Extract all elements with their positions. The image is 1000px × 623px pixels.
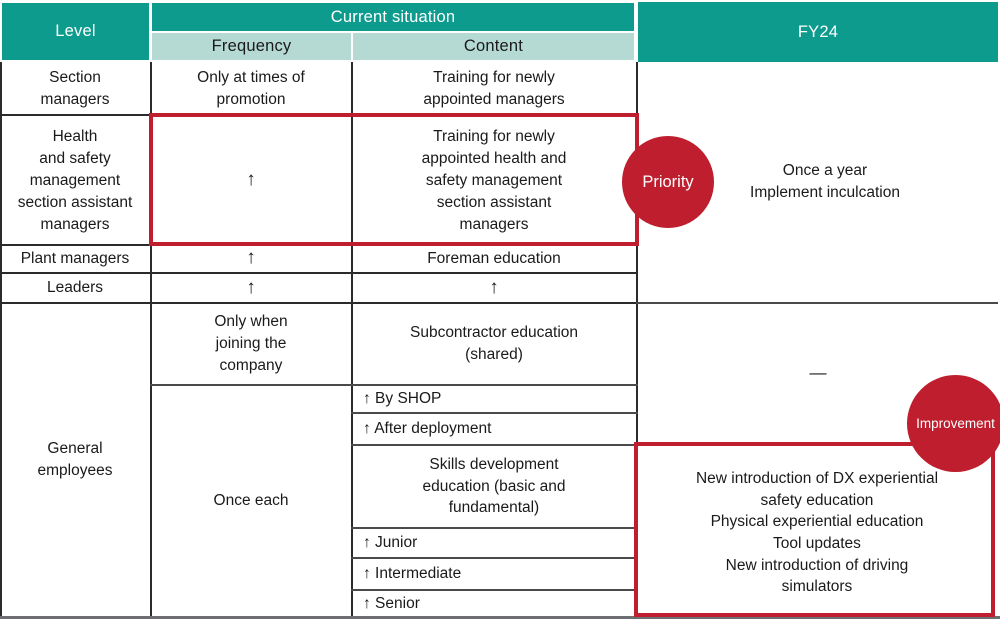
grid-hline — [636, 302, 998, 304]
content-junior: ↑ Junior — [363, 534, 418, 552]
level-hs-assistant-managers: Health and safety management section ass… — [17, 127, 133, 233]
grid-hline — [351, 272, 638, 274]
priority-badge: Priority — [622, 136, 714, 228]
priority-highlight-box — [149, 113, 639, 246]
content-leaders: ↑ — [489, 276, 499, 298]
content-section-managers: Training for newly appointed managers — [423, 69, 565, 108]
level-plant-managers: Plant managers — [20, 249, 130, 267]
grid-hline — [351, 412, 638, 414]
frequency-only-when-joining: Only when joining the company — [214, 313, 288, 374]
grid-hline — [351, 302, 638, 304]
frequency-plant-managers: ↑ — [246, 247, 256, 269]
content-hs-assistant-managers: Training for newly appointed health and … — [421, 127, 567, 233]
grid-vline-frequency-content — [351, 62, 353, 618]
grid-hline — [0, 244, 152, 246]
grid-hline — [351, 589, 638, 591]
header-fy24: FY24 — [638, 2, 998, 62]
grid-hline — [351, 384, 638, 386]
header-current-situation: Current situation — [152, 3, 634, 31]
improvement-badge: Improvement — [907, 375, 1000, 472]
grid-hline — [0, 302, 152, 304]
header-content: Content — [353, 33, 634, 60]
content-plant-managers: Foreman education — [427, 249, 561, 267]
grid-hline — [0, 272, 152, 274]
grid-hline — [150, 384, 353, 386]
content-subcontractor-education: Subcontractor education (shared) — [409, 324, 579, 363]
frequency-hs-assistant-managers: ↑ — [246, 169, 256, 191]
content-intermediate: ↑ Intermediate — [363, 565, 462, 583]
grid-hline — [351, 444, 638, 446]
header-level: Level — [2, 3, 149, 60]
grid-hline — [351, 527, 638, 529]
fy24-improvements: New introduction of DX experiential safe… — [695, 469, 939, 596]
grid-hline-bottom — [0, 616, 1000, 619]
grid-hline — [150, 272, 353, 274]
grid-vline-left — [0, 62, 2, 618]
fy24-once-a-year: Once a year Implement inculcation — [750, 162, 900, 201]
grid-hline — [351, 557, 638, 559]
grid-vline-content-fy24 — [636, 62, 638, 618]
grid-hline — [150, 302, 353, 304]
level-general-employees: General employees — [37, 440, 113, 479]
content-senior: ↑ Senior — [363, 594, 420, 612]
grid-vline-level-frequency — [150, 62, 152, 618]
content-by-shop: ↑ By SHOP — [363, 390, 442, 408]
content-after-deployment: ↑ After deployment — [363, 420, 492, 438]
level-section-managers: Section managers — [40, 69, 110, 108]
frequency-section-managers: Only at times of promotion — [197, 69, 305, 108]
level-leaders: Leaders — [46, 279, 103, 297]
frequency-leaders: ↑ — [246, 276, 256, 298]
grid-hline — [0, 114, 152, 116]
fy24-dash: — — [809, 363, 827, 383]
frequency-once-each: Once each — [213, 492, 289, 510]
header-frequency: Frequency — [152, 33, 351, 60]
improvement-highlight-box — [634, 442, 995, 617]
content-skills-development: Skills development education (basic and … — [422, 455, 566, 517]
